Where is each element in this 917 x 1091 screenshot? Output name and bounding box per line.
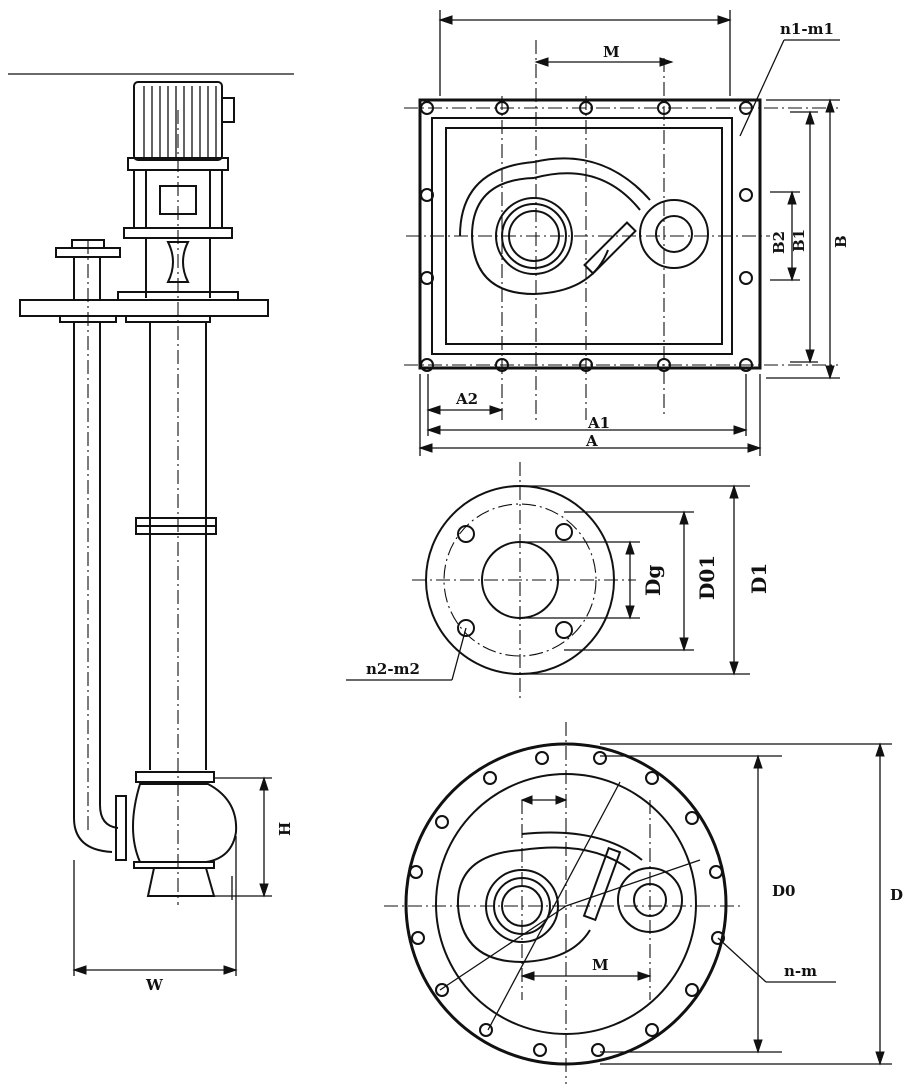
top-plan-view: M n1-m1 B B1 B2 A A1 xyxy=(404,10,850,456)
dim-label-b: B xyxy=(832,235,850,248)
dim-label-m-round: M xyxy=(592,956,609,974)
dim-label-b2: B2 xyxy=(770,231,788,254)
dim-label-a: A xyxy=(585,432,598,450)
dim-label-d0: D0 xyxy=(772,882,795,900)
dim-label-w: W xyxy=(145,976,164,994)
dim-label-d01: D01 xyxy=(695,555,719,600)
pump-front-view: W H xyxy=(8,73,294,994)
dim-label-nm: n-m xyxy=(784,962,817,980)
dim-label-m-top: M xyxy=(603,43,620,61)
flange-view: Dg D01 D1 n2-m2 xyxy=(346,462,771,700)
dim-label-b1: B1 xyxy=(790,229,808,252)
dim-label-h: H xyxy=(276,822,294,836)
round-plan-view: M D0 D n-m xyxy=(384,722,903,1084)
dim-label-n1m1: n1-m1 xyxy=(780,20,834,38)
dim-label-a2: A2 xyxy=(455,390,478,408)
dim-label-d: D xyxy=(890,886,903,904)
dim-label-d1: D1 xyxy=(747,563,771,594)
dim-label-dg: Dg xyxy=(641,565,665,596)
dim-label-n2m2: n2-m2 xyxy=(366,660,420,678)
dim-label-a1: A1 xyxy=(587,414,610,432)
